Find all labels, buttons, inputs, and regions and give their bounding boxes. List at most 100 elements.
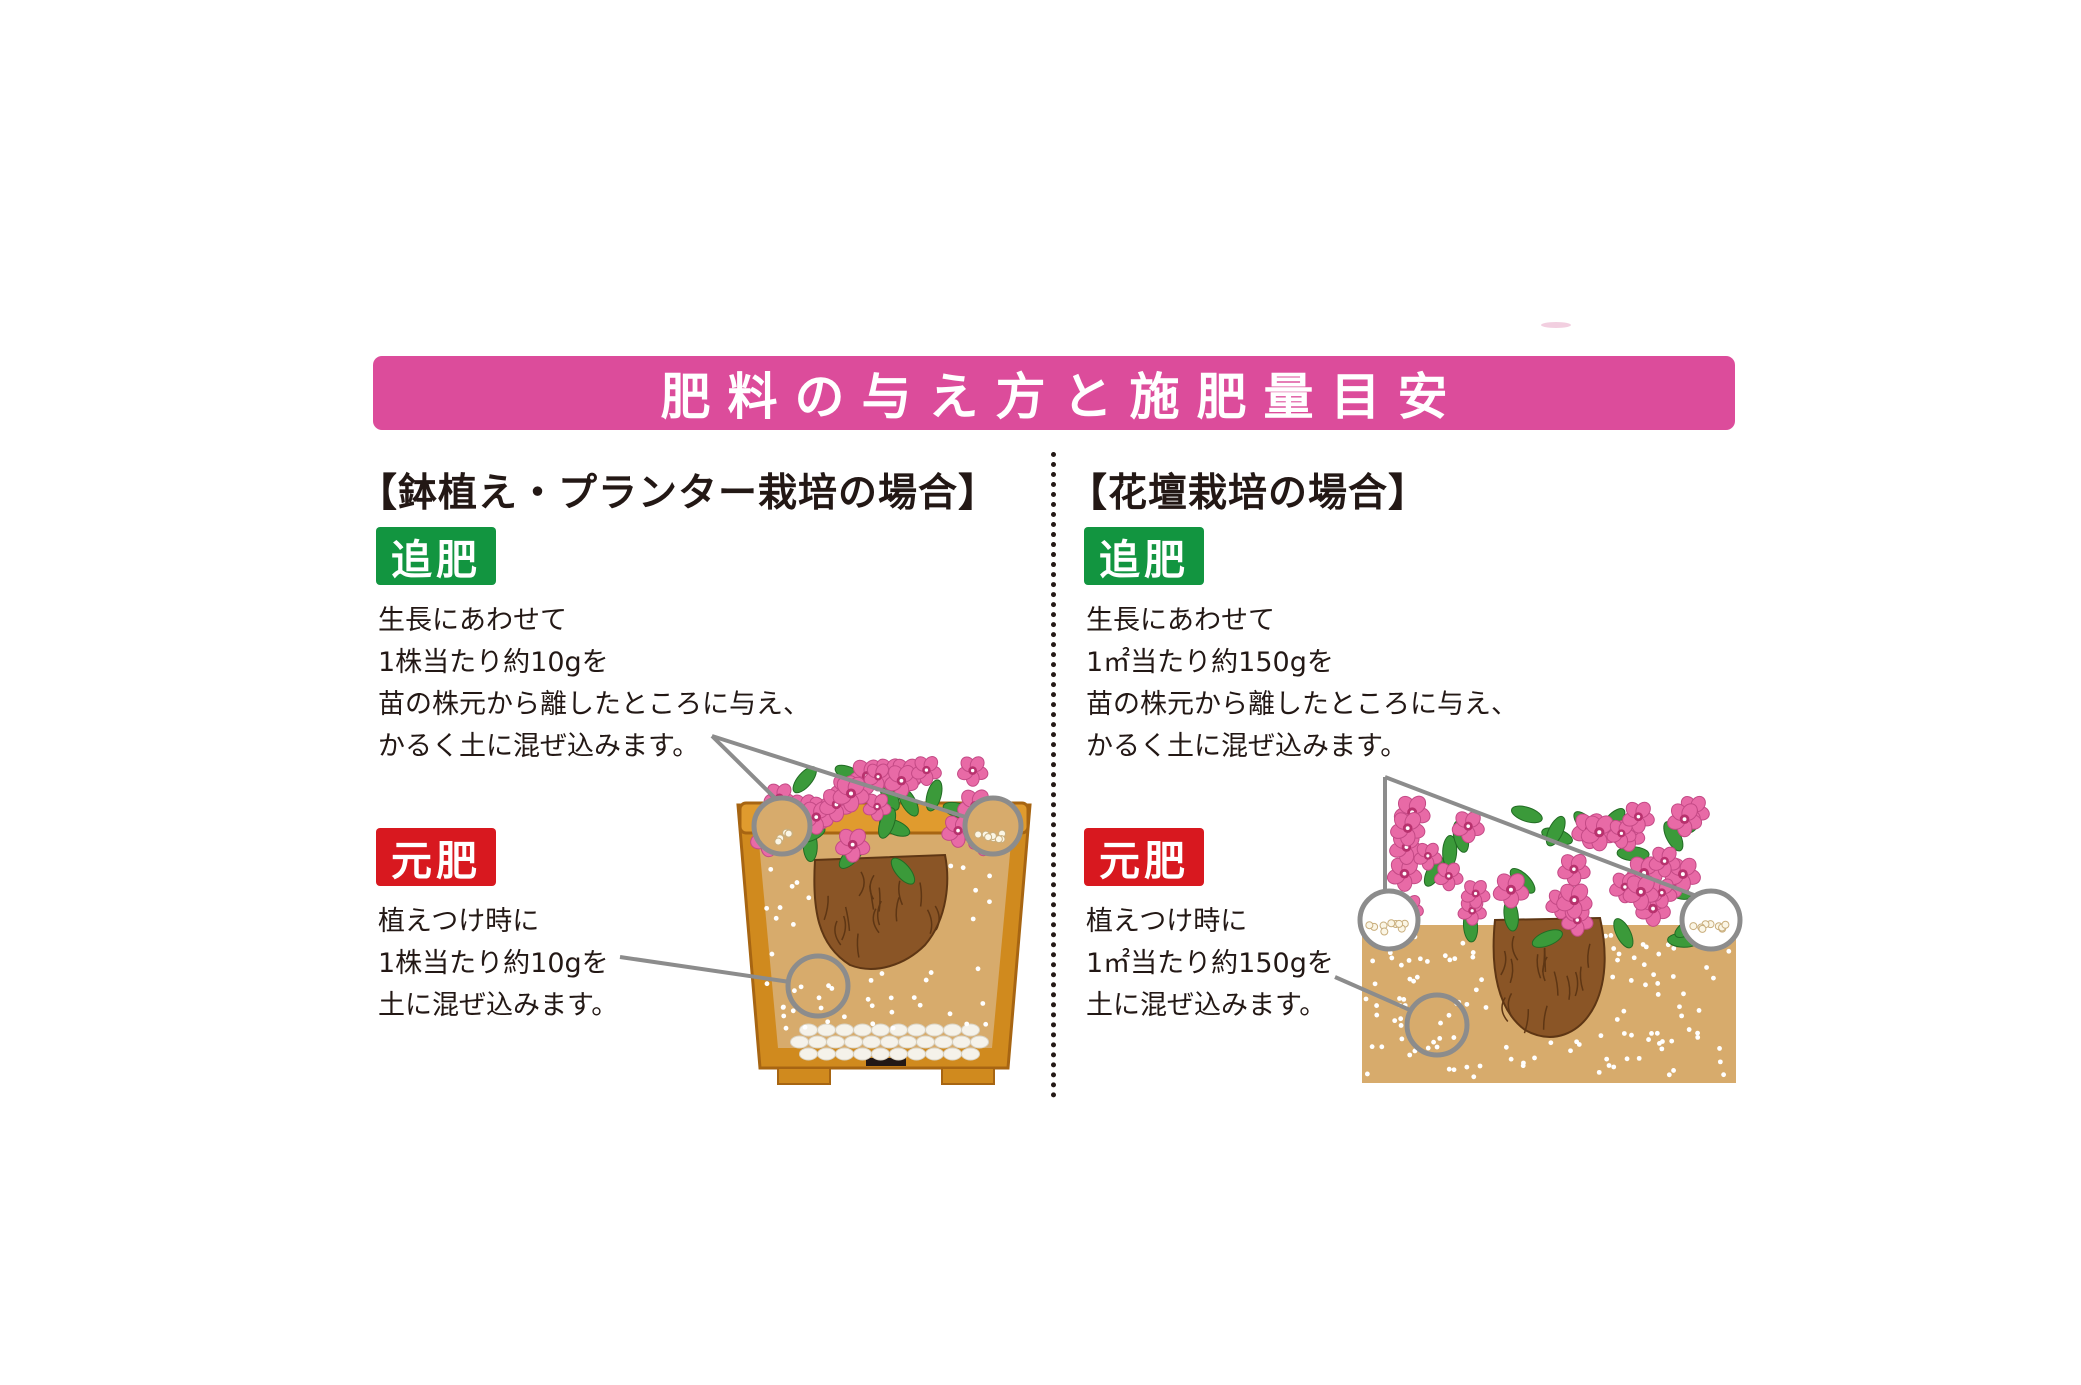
soil-dot [826, 983, 831, 989]
soil-dot [1548, 1040, 1554, 1046]
root [823, 895, 829, 921]
pot-foot-right [941, 1067, 995, 1085]
soil-dot [841, 1014, 847, 1020]
text-line: 植えつけ時に [378, 906, 540, 937]
soil-dot [1654, 1030, 1660, 1036]
flower-center [1508, 887, 1513, 892]
soil-dot [1479, 977, 1484, 983]
soil-dot [1611, 1064, 1617, 1070]
granule [1689, 922, 1698, 931]
callout-line [1334, 975, 1411, 1012]
soil-dot [789, 883, 795, 889]
callout-circle [785, 953, 851, 1019]
soil-dot [1434, 1044, 1440, 1050]
left-topdress-badge: 追肥 [376, 527, 496, 585]
soil-dot [1411, 978, 1416, 984]
text-line: かるく土に混ぜ込みます。 [1086, 731, 1408, 762]
flower-center [956, 828, 960, 833]
root [1587, 943, 1591, 968]
soil-dot [980, 1001, 986, 1006]
soil-dot [1372, 981, 1378, 987]
soil-dot [1477, 1063, 1483, 1069]
soil-dot [764, 981, 770, 987]
soil-dot [983, 1021, 989, 1027]
soil-dot [1666, 1072, 1672, 1078]
soil-dot [1670, 974, 1676, 979]
text-line: 生長にあわせて [1086, 605, 1275, 636]
soil-dot [1631, 955, 1637, 961]
granule [1387, 919, 1396, 928]
soil-dot [829, 986, 835, 991]
soil-dot [783, 1025, 789, 1031]
callout-line [1384, 775, 1721, 907]
soil-dot [1392, 1018, 1398, 1024]
root [858, 871, 865, 897]
soil-dot [1568, 1048, 1573, 1054]
soil-dot [1643, 944, 1649, 950]
soil-dot [1464, 1001, 1470, 1007]
right-base-badge: 元肥 [1084, 828, 1204, 886]
soil-dot [1655, 981, 1661, 986]
soil-dot [1616, 951, 1622, 957]
soil-dot [1520, 1063, 1526, 1069]
soil-dot [879, 971, 885, 976]
flower-center [1682, 817, 1687, 822]
soil-dot [1470, 950, 1476, 955]
soil-dot [1460, 940, 1466, 946]
column-divider [1051, 452, 1056, 1098]
soil-dot [1532, 1055, 1537, 1061]
soil-dot [1508, 1056, 1514, 1062]
root [841, 915, 847, 941]
soil-dot [889, 1009, 895, 1015]
leaf [890, 857, 916, 885]
soil-dot [1656, 1041, 1662, 1046]
root [1511, 935, 1519, 961]
soil-dot [769, 951, 775, 957]
flower-center [1402, 871, 1407, 876]
soil-dot [1464, 1064, 1470, 1070]
soil-dot [1424, 959, 1430, 964]
soil-dot [1611, 946, 1617, 951]
soil-dot [1574, 1039, 1580, 1045]
flower [1556, 883, 1593, 919]
soil-dot [781, 1013, 787, 1019]
flower [1622, 801, 1655, 834]
right-section-title: 【花壇栽培の場合】 [1068, 471, 1429, 516]
leaf [1511, 805, 1543, 824]
soil-dot [1711, 975, 1716, 981]
soil-dot [987, 873, 992, 879]
root [1542, 1005, 1548, 1030]
flower-center [970, 768, 975, 773]
right-base-text: 植えつけ時に 1㎡当たり約150gを 土に混ぜ込みます。 [1086, 901, 1334, 1027]
title-banner: 肥料の与え方と施肥量目安 [373, 356, 1735, 430]
pot-foot-left [777, 1067, 831, 1085]
soil-dot [790, 1008, 796, 1014]
flower [911, 756, 942, 786]
soil-dot [1407, 1052, 1413, 1058]
decorative-dot [1541, 322, 1571, 328]
callout-line [711, 734, 976, 822]
soil-dot [1447, 957, 1453, 963]
soil-dot [1451, 1035, 1457, 1040]
flower-center [1447, 874, 1451, 878]
flower-center [1575, 918, 1580, 922]
flower [1667, 803, 1703, 838]
flower-center [1473, 891, 1478, 896]
soil-dot [1401, 996, 1407, 1002]
flower-center [924, 768, 929, 772]
leaf [925, 779, 943, 812]
callout-circle [962, 795, 1024, 857]
soil-dot [1621, 1031, 1627, 1036]
flower-center [850, 842, 855, 847]
soil-dot [947, 1011, 953, 1017]
soil-dot [1726, 948, 1732, 954]
soil-dot [1425, 1045, 1431, 1051]
soil-dot [1669, 1038, 1675, 1044]
soil-dot [1399, 1036, 1405, 1042]
flower [1460, 880, 1491, 909]
root-ball [813, 853, 949, 970]
root [895, 897, 900, 922]
soil-dot [870, 1021, 876, 1027]
flower-center [875, 805, 879, 809]
granule [974, 830, 983, 839]
